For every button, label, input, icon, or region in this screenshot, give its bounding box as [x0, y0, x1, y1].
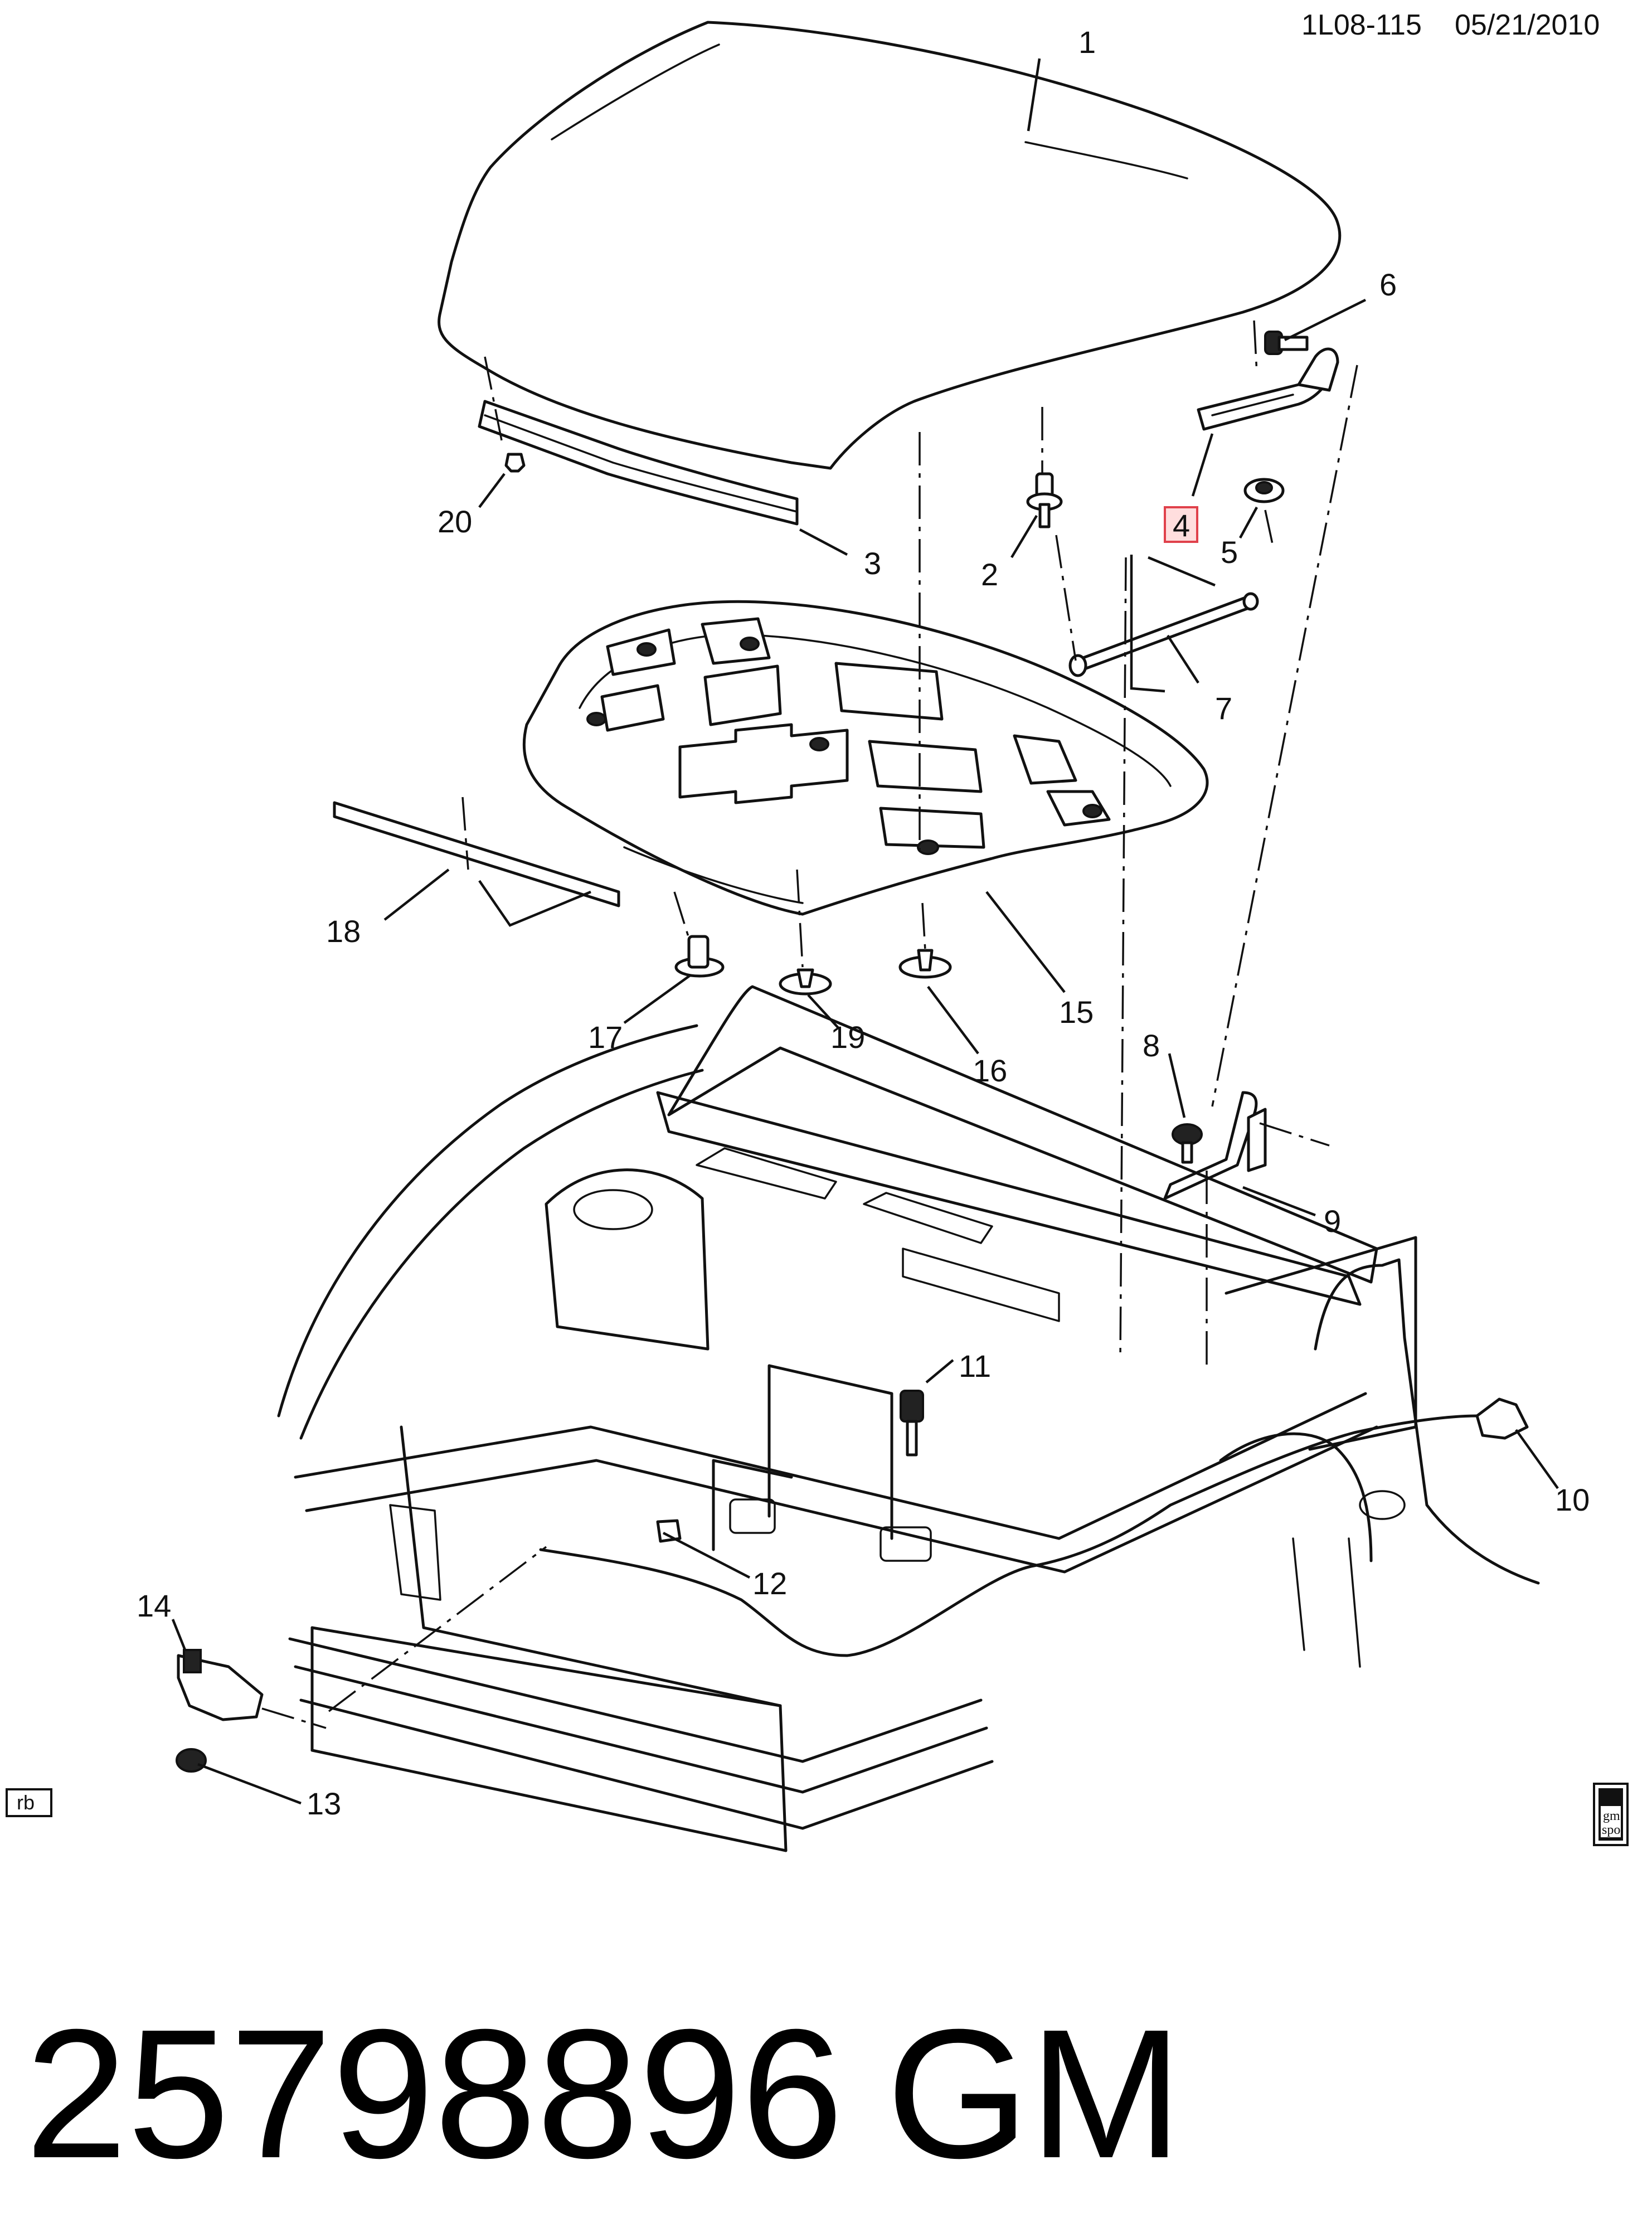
rb-label: rb	[17, 1791, 35, 1814]
callout-3: 3	[864, 546, 881, 581]
hood-front-seal	[333, 801, 620, 907]
diagram-reference: 1L08-115	[1301, 9, 1422, 41]
callout-19: 19	[830, 1020, 865, 1055]
bracket-bolt-8	[1172, 1123, 1203, 1164]
diagram-date: 05/21/2010	[1455, 9, 1600, 41]
retainer-17	[674, 935, 725, 978]
callout-11: 11	[959, 1348, 991, 1384]
callout-17: 17	[588, 1020, 623, 1055]
callout-18: 18	[326, 914, 361, 949]
front-body-structure	[277, 985, 1540, 1852]
callout-leaders	[171, 58, 1559, 1805]
part-number: 25798896	[25, 1991, 843, 2196]
hood-release-handle	[1475, 1397, 1529, 1440]
brand-label: GM	[886, 1991, 1183, 2196]
hood-strut	[1068, 592, 1259, 677]
hood-bumper-11	[900, 1390, 924, 1457]
callout-13: 13	[307, 1786, 341, 1821]
hinge-bolt-6	[1264, 331, 1309, 355]
hood-latch	[177, 1649, 264, 1721]
rb-tag: rb	[6, 1788, 52, 1817]
push-pin-20	[504, 453, 526, 473]
callout-4: 4	[1173, 508, 1190, 543]
hood-hinge	[1197, 347, 1339, 431]
hood-release-cable	[539, 1414, 1479, 1657]
hinge-nut-5	[1243, 478, 1285, 503]
callout-4-highlight	[1164, 506, 1198, 543]
gm-spo-logo-icon: gm spo	[1593, 1783, 1629, 1846]
gm-spo-line2: spo	[1602, 1823, 1620, 1837]
callout-labels: 1 2 3 4 5 6 7 8 9 10 11 12 13 14 15 16 1…	[137, 25, 1590, 1821]
callout-5: 5	[1221, 535, 1238, 570]
hood-panel	[438, 21, 1342, 470]
callout-15: 15	[1059, 994, 1094, 1030]
callout-10: 10	[1555, 1482, 1590, 1517]
assembly-centerlines	[261, 320, 1358, 1729]
callout-20: 20	[438, 504, 472, 539]
hood-striker-bracket	[1163, 1091, 1267, 1200]
callout-12: 12	[752, 1566, 787, 1601]
gm-spo-line1: gm	[1603, 1809, 1620, 1823]
callout-14: 14	[137, 1588, 171, 1623]
hood-bolt-2	[1026, 472, 1063, 528]
callout-16: 16	[973, 1053, 1007, 1088]
callout-2: 2	[981, 557, 998, 592]
retainer-16	[898, 949, 952, 979]
callout-7: 7	[1215, 691, 1232, 726]
hood-rear-seal	[478, 400, 799, 526]
callout-1: 1	[1078, 25, 1096, 60]
callout-9: 9	[1324, 1203, 1341, 1239]
latch-bolt-13	[176, 1748, 207, 1773]
callout-6: 6	[1379, 267, 1397, 302]
hood-insulator	[522, 600, 1209, 916]
callout-8: 8	[1143, 1028, 1160, 1063]
retainer-19	[779, 968, 832, 996]
